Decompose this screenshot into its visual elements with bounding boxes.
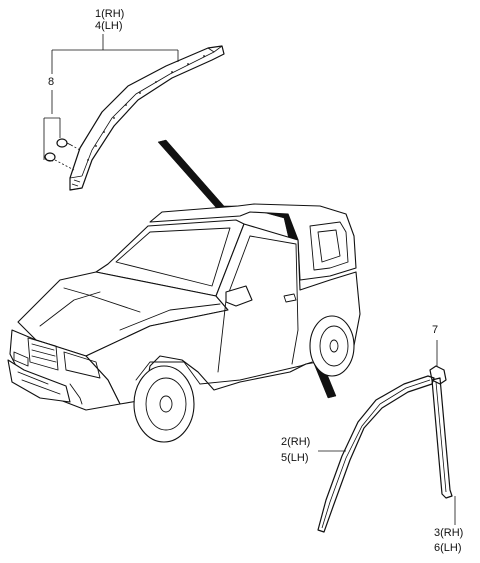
callout-5: 5(LH) bbox=[281, 452, 309, 464]
callout-7: 7 bbox=[432, 324, 439, 336]
callout-4: 4(LH) bbox=[95, 20, 123, 32]
callout-3: 3(RH) bbox=[434, 527, 464, 539]
callout-8: 8 bbox=[48, 76, 55, 88]
pillar-molding-part bbox=[69, 45, 225, 191]
callout-2: 2(RH) bbox=[281, 436, 311, 448]
vertical-molding-part bbox=[429, 365, 453, 499]
callout-6: 6(LH) bbox=[434, 542, 462, 554]
leader-1-4 bbox=[51, 34, 179, 74]
door-frame-molding-part bbox=[317, 375, 435, 533]
callout-1: 1(RH) bbox=[95, 8, 125, 20]
suv-illustration bbox=[7, 203, 361, 443]
clip-part bbox=[43, 90, 81, 171]
